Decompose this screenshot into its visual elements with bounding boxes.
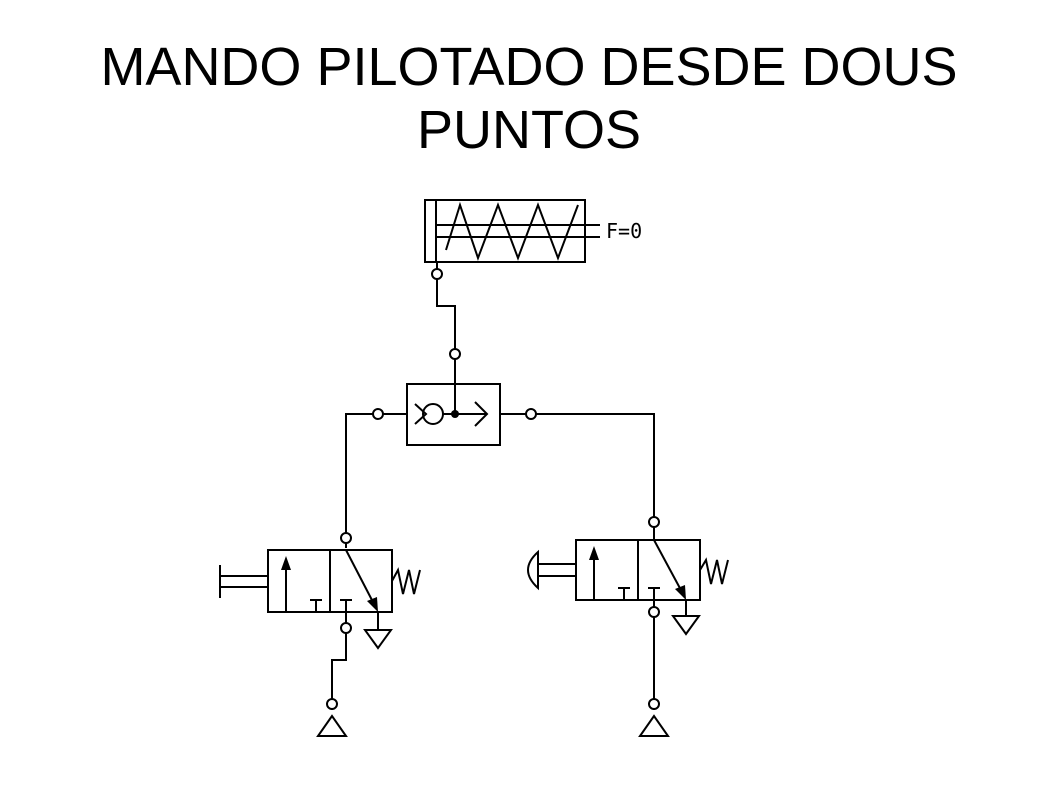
port-valve1-outlet [340, 532, 352, 544]
valve2-position-left [575, 539, 639, 601]
shuttle-seat-left [414, 403, 428, 425]
valve2-exhaust-icon [671, 615, 701, 636]
valve1-right-arrow [367, 597, 378, 612]
shuttle-valve [406, 383, 501, 446]
port-source-2 [648, 698, 660, 710]
title-line-2: PUNTOS [416, 100, 642, 160]
port-cylinder [431, 268, 443, 280]
valve2-left-arrow [589, 546, 599, 560]
valve2-return-spring [699, 557, 729, 585]
port-shuttle-left [372, 408, 384, 420]
port-valve2-inlet [648, 606, 660, 618]
pressure-source-2-icon [638, 714, 670, 737]
valve1-right-passage [345, 549, 375, 605]
port-shuttle-outlet [449, 348, 461, 360]
valve2-pushbutton-icon [527, 549, 539, 591]
valve1-position-left [267, 549, 331, 613]
cylinder-barrel [424, 199, 586, 263]
valve-1-3-2-plunger [219, 549, 421, 650]
valve1-left-arrow [281, 556, 291, 570]
line-supply-valve1 [331, 612, 347, 710]
connection-ports [326, 268, 660, 710]
cylinder-force-label: F=0 [606, 219, 642, 243]
return-spring [445, 201, 579, 261]
valve1-return-spring [391, 567, 421, 595]
title-line-1: MANDO PILOTADO DESDE DOUS [100, 37, 958, 97]
port-shuttle-right [525, 408, 537, 420]
line-shuttle-valve1 [345, 413, 407, 548]
valve1-exhaust-icon [363, 629, 393, 650]
valve-2-3-2-pushbutton [527, 539, 729, 636]
pressure-source-1-icon [316, 714, 348, 737]
port-valve2-outlet [648, 516, 660, 528]
port-source-1 [326, 698, 338, 710]
line-shuttle-valve2 [500, 413, 655, 540]
valve2-right-passage [653, 539, 683, 593]
slide-title: MANDO PILOTADO DESDE DOUS PUNTOS [0, 36, 1058, 162]
valve2-right-arrow [675, 585, 686, 600]
port-valve1-inlet [340, 622, 352, 634]
valve2-position-right [637, 539, 701, 601]
piping [331, 262, 655, 710]
line-cylinder-shuttle [436, 262, 456, 414]
single-acting-cylinder: F=0 [424, 199, 642, 263]
